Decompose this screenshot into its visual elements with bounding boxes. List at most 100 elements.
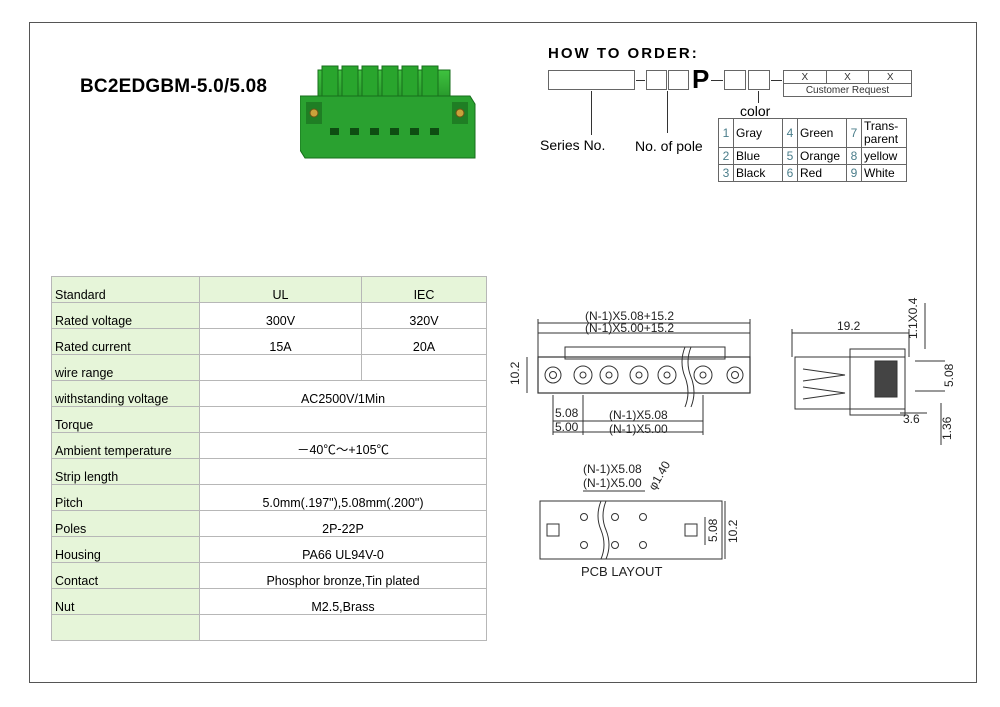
spec-value: M2.5,Brass xyxy=(199,588,487,615)
color-code: 1 xyxy=(718,118,734,148)
color-code: 2 xyxy=(718,147,734,165)
spec-key xyxy=(51,614,200,641)
color-code: 7 xyxy=(846,118,862,148)
color-box-1 xyxy=(724,70,746,90)
page-frame xyxy=(29,22,977,683)
spec-row: Pitch 5.0mm(.197"),5.08mm(.200") xyxy=(51,484,487,511)
color-name: Gray xyxy=(733,118,783,148)
spec-iec xyxy=(361,354,487,381)
color-name: White xyxy=(861,164,907,182)
series-leader xyxy=(591,91,592,135)
pole-label: No. of pole xyxy=(635,138,703,154)
dim-side-top: 1.1X0.4 xyxy=(906,297,920,339)
spec-row: withstanding voltage AC2500V/1Min xyxy=(51,380,487,407)
series-label: Series No. xyxy=(540,137,606,153)
dash xyxy=(771,80,782,81)
product-title: BC2EDGBM-5.0/5.08 xyxy=(80,76,268,97)
color-name: yellow xyxy=(861,147,907,165)
color-name: Black xyxy=(733,164,783,182)
spec-iec: IEC xyxy=(361,276,487,303)
color-table: 1 Gray 4 Green 7 Trans- parent 2 Blue 5 … xyxy=(718,118,907,182)
spec-table: Standard UL IEC Rated voltage 300V 320V … xyxy=(51,276,487,641)
spec-key: Pitch xyxy=(51,484,200,511)
spec-row: Housing PA66 UL94V-0 xyxy=(51,536,487,563)
pcb-label: PCB LAYOUT xyxy=(581,564,662,579)
dim-bot-left-2: 5.00 xyxy=(555,420,579,434)
pole-box-2 xyxy=(668,70,689,90)
spec-key: wire range xyxy=(51,354,200,381)
spec-key: Rated voltage xyxy=(51,302,200,329)
dim-bot-mid-2: (N-1)X5.00 xyxy=(609,422,668,436)
front-view: (N-1)X5.08+15.2 (N-1)X5.00+15.2 10.2 5.0… xyxy=(508,309,751,436)
terminal-block-image xyxy=(300,65,476,159)
spec-ul: 15A xyxy=(199,328,362,355)
spec-key: Strip length xyxy=(51,458,200,485)
spec-key: Poles xyxy=(51,510,200,537)
spec-row: Standard UL IEC xyxy=(51,276,487,303)
pcb-hole-dim: φ1.40 xyxy=(645,458,673,492)
technical-drawing: (N-1)X5.08+15.2 (N-1)X5.00+15.2 10.2 5.0… xyxy=(508,297,956,579)
spec-value: －40℃～+105℃ xyxy=(199,432,487,459)
spec-value: Phosphor bronze,Tin plated xyxy=(199,562,487,589)
spec-row: Poles 2P-22P xyxy=(51,510,487,537)
customer-request-label: Customer Request xyxy=(783,83,912,97)
spec-row xyxy=(51,614,487,641)
pole-box-1 xyxy=(646,70,667,90)
spec-row: Contact Phosphor bronze,Tin plated xyxy=(51,562,487,589)
dim-bot-mid-1: (N-1)X5.08 xyxy=(609,408,668,422)
spec-key: Nut xyxy=(51,588,200,615)
spec-value: 5.0mm(.197"),5.08mm(.200") xyxy=(199,484,487,511)
spec-row: Rated voltage 300V 320V xyxy=(51,302,487,329)
spec-row: Ambient temperature －40℃～+105℃ xyxy=(51,432,487,459)
color-code: 8 xyxy=(846,147,862,165)
dash xyxy=(636,80,645,81)
spec-key: Housing xyxy=(51,536,200,563)
spec-key: Torque xyxy=(51,406,200,433)
dim-bot-left-1: 5.08 xyxy=(555,406,579,420)
color-leader xyxy=(758,91,759,103)
spec-value xyxy=(199,406,487,433)
spec-value: AC2500V/1Min xyxy=(199,380,487,407)
customer-x-1: X xyxy=(783,70,827,84)
dim-side-508: 5.08 xyxy=(942,363,956,387)
pcb-layout: (N-1)X5.08 (N-1)X5.00 φ1.40 5.08 10.2 PC… xyxy=(539,458,740,579)
dim-side-width: 19.2 xyxy=(837,319,861,333)
series-box xyxy=(548,70,635,90)
color-code: 3 xyxy=(718,164,734,182)
spec-ul: UL xyxy=(199,276,362,303)
p-letter: P xyxy=(692,64,710,94)
color-name: Trans- parent xyxy=(861,118,907,148)
spec-row: Strip length xyxy=(51,458,487,485)
color-code: 5 xyxy=(782,147,798,165)
spec-value: 2P-22P xyxy=(199,510,487,537)
color-name-line1: Trans- xyxy=(864,119,899,133)
color-name: Orange xyxy=(797,147,847,165)
spec-row: Rated current 15A 20A xyxy=(51,328,487,355)
color-code: 9 xyxy=(846,164,862,182)
color-name: Blue xyxy=(733,147,783,165)
color-name: Green xyxy=(797,118,847,148)
dim-height: 10.2 xyxy=(508,361,522,385)
customer-x-3: X xyxy=(868,70,912,84)
dash xyxy=(711,80,723,81)
spec-key: Standard xyxy=(51,276,200,303)
pole-leader xyxy=(667,91,668,133)
spec-key: Rated current xyxy=(51,328,200,355)
spec-iec: 20A xyxy=(361,328,487,355)
spec-row: wire range xyxy=(51,354,487,381)
color-code: 6 xyxy=(782,164,798,182)
spec-key: Ambient temperature xyxy=(51,432,200,459)
how-to-order-heading: HOW TO ORDER: xyxy=(548,45,699,62)
dim-top-2: (N-1)X5.00+15.2 xyxy=(585,321,674,335)
pcb-dim-1: (N-1)X5.08 xyxy=(583,462,642,476)
pcb-dim-2: (N-1)X5.00 xyxy=(583,476,642,490)
pcb-dim-102: 10.2 xyxy=(726,519,740,543)
spec-value xyxy=(199,458,487,485)
spec-row: Nut M2.5,Brass xyxy=(51,588,487,615)
side-view: 19.2 1.1X0.4 5.08 3.6 1.36 xyxy=(791,297,956,445)
color-label: color xyxy=(740,103,771,119)
spec-value: PA66 UL94V-0 xyxy=(199,536,487,563)
spec-value xyxy=(199,614,487,641)
customer-request-table: X X X Customer Request xyxy=(783,70,912,97)
spec-ul: 300V xyxy=(199,302,362,329)
